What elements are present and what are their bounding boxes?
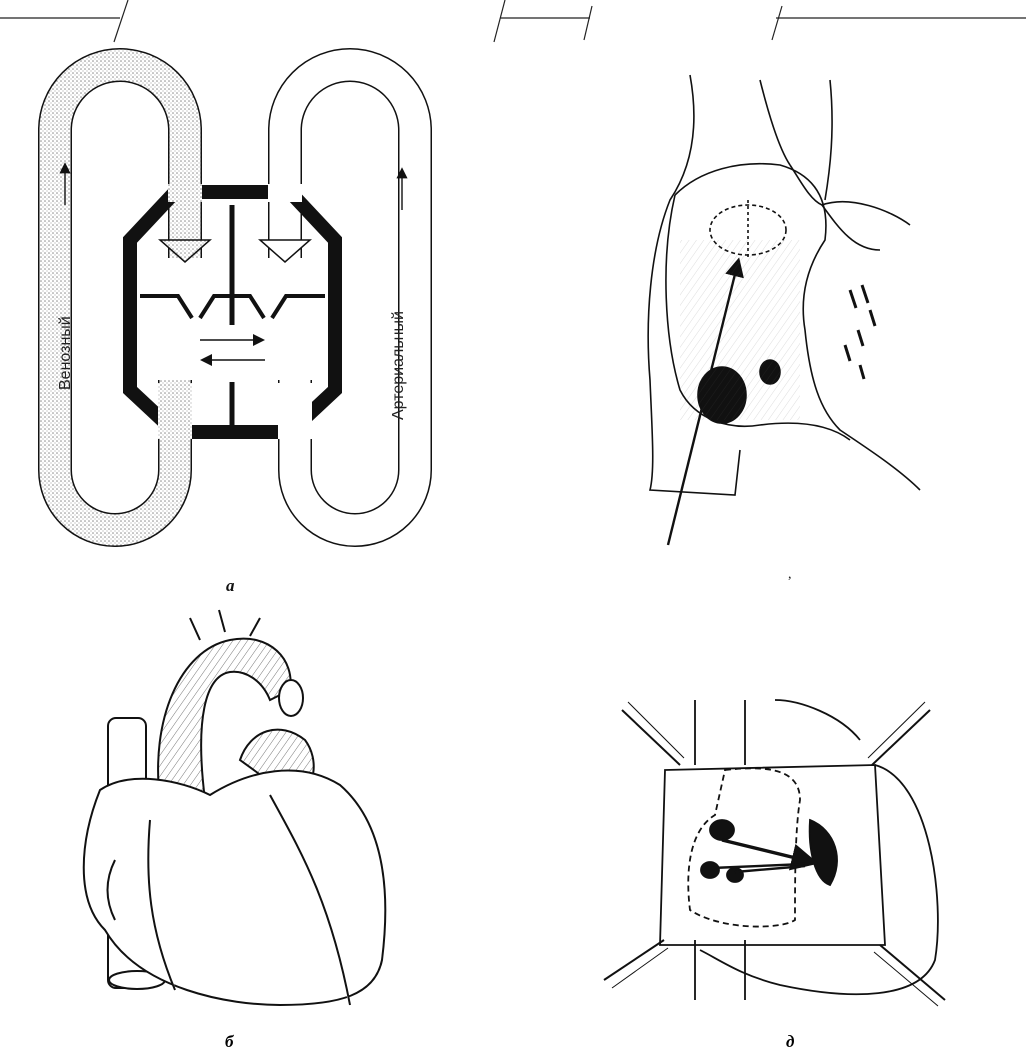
atrial-catheter-drawing bbox=[648, 75, 920, 545]
panel-b-caption: б bbox=[225, 1032, 235, 1051]
circulation-scheme: Венозный Артериальный bbox=[55, 65, 415, 530]
heart-chambers-frame bbox=[130, 184, 335, 439]
atrial-septum-repair-drawing bbox=[604, 700, 945, 1006]
panel-d-caption: д bbox=[786, 1032, 795, 1051]
panel-g-caption: , bbox=[788, 567, 792, 582]
arterial-label: Артериальный bbox=[390, 311, 407, 420]
page-header-rules bbox=[0, 0, 1026, 42]
panel-a-caption: а bbox=[226, 576, 235, 596]
heart-illustration bbox=[84, 610, 386, 1005]
venous-label: Венозный bbox=[57, 316, 74, 390]
